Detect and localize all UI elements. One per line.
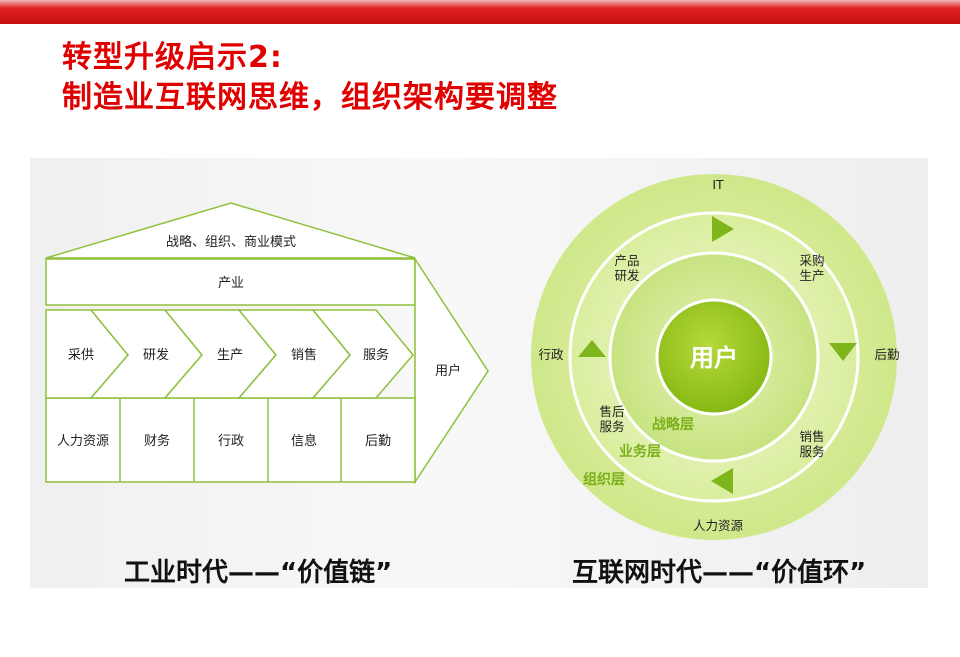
value-chain (45, 202, 489, 485)
ring-layer-business: 业务层 (619, 443, 661, 460)
title-line-1: 转型升级启示2: (62, 40, 283, 75)
support-label: 财务 (144, 433, 170, 449)
arrow-left-icon (711, 468, 733, 494)
support-label: 行政 (218, 434, 244, 449)
caption-industrial-age: 工业时代——“价值链” (124, 558, 393, 588)
chain-industry-label: 产业 (218, 276, 244, 291)
chain-end-arrow (414, 256, 489, 485)
support-label: 信息 (291, 433, 317, 449)
chain-end-label: 用户 (435, 363, 461, 379)
arrow-down-icon (829, 343, 857, 361)
activity-label: 研发 (143, 347, 169, 363)
activity-label: 生产 (217, 348, 243, 363)
chain-support-box (45, 397, 416, 483)
title-line-2: 制造业互联网思维，组织架构要调整 (62, 80, 558, 115)
ring-item-it: IT (712, 177, 724, 192)
ring-core (655, 298, 773, 416)
caption-internet-age: 互联网时代——“价值环” (572, 558, 867, 588)
activity-label: 服务 (363, 347, 389, 363)
activity-label: 销售 (291, 347, 317, 363)
chain-roof (45, 202, 416, 259)
ring-item-purchase: 采购生产 (799, 253, 824, 283)
page-title: 转型升级启示2: 制造业互联网思维，组织架构要调整 (62, 38, 558, 118)
arrow-right-icon (712, 216, 734, 242)
value-ring (531, 174, 897, 540)
chevron-5 (311, 309, 414, 399)
ring-item-rd: 产品研发 (614, 253, 640, 283)
ring-center-label: 用户 (690, 344, 738, 372)
ring-item-logistics: 后勤 (874, 347, 899, 362)
ring-item-sales: 销售服务 (799, 429, 824, 459)
support-label: 人力资源 (57, 434, 109, 449)
activity-label: 采供 (68, 348, 94, 363)
ring-item-admin: 行政 (538, 347, 564, 362)
ring-layer-organization: 组织层 (583, 471, 625, 488)
support-label: 后勤 (365, 434, 391, 449)
ring-item-after-sales: 售后服务 (599, 404, 624, 434)
header-band (0, 0, 960, 24)
ring-layer-strategy: 战略层 (652, 416, 694, 433)
arrow-up-icon (578, 340, 606, 357)
ring-item-hr: 人力资源 (693, 518, 744, 533)
chain-roof-label: 战略、组织、商业模式 (166, 234, 296, 250)
